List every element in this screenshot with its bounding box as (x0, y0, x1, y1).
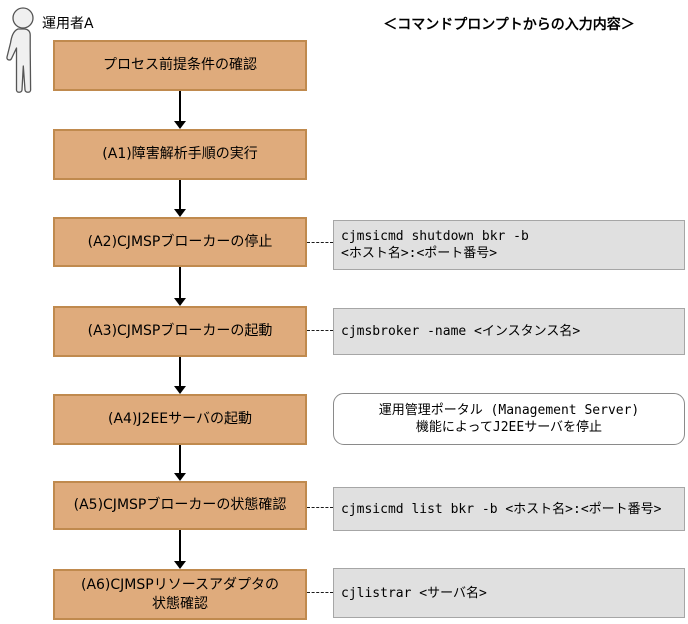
flow-arrowhead-icon (174, 561, 186, 569)
flow-arrowhead-icon (174, 386, 186, 394)
command-box-a3: cjmsbroker -name <インスタンス名> (333, 308, 685, 355)
flow-arrowhead-icon (174, 473, 186, 481)
annotation-connector (307, 507, 333, 508)
step-label: プロセス前提条件の確認 (103, 57, 257, 74)
step-label: (A3)CJMSPブローカーの起動 (87, 323, 273, 340)
command-box-a5: cjmsicmd list bkr -b <ホスト名>:<ポート番号> (333, 487, 685, 531)
flow-step-a5: (A5)CJMSPブローカーの状態確認 (53, 481, 307, 530)
flow-step-a6: (A6)CJMSPリソースアダプタの 状態確認 (53, 569, 307, 620)
command-column-header: ＜コマンドプロンプトからの入力内容＞ (383, 17, 635, 33)
command-box-a6: cjlistrar <サーバ名> (333, 568, 685, 618)
flow-arrow-line (179, 445, 181, 474)
command-box-a2: cjmsicmd shutdown bkr -b <ホスト名>:<ポート番号> (333, 220, 685, 270)
flow-arrow-line (179, 91, 181, 122)
flow-arrowhead-icon (174, 298, 186, 306)
step-label: (A4)J2EEサーバの起動 (108, 411, 252, 428)
flow-step-a3: (A3)CJMSPブローカーの起動 (53, 306, 307, 357)
info-line: 機能によってJ2EEサーバを停止 (415, 420, 603, 435)
flow-arrowhead-icon (174, 121, 186, 129)
command-line: cjmsbroker -name <インスタンス名> (341, 324, 581, 339)
step-label: (A2)CJMSPブローカーの停止 (87, 233, 273, 250)
annotation-connector (307, 242, 333, 243)
step-label: (A6)CJMSPリソースアダプタの (80, 576, 280, 593)
info-box-a4: 運用管理ポータル (Management Server) 機能によってJ2EEサ… (333, 393, 685, 445)
command-line: cjlistrar <サーバ名> (341, 585, 487, 601)
flow-arrow-line (179, 530, 181, 561)
flow-arrowhead-icon (174, 209, 186, 217)
command-line: cjmsicmd list bkr -b <ホスト名>:<ポート番号> (341, 501, 662, 517)
actor-label: 運用者A (42, 16, 94, 32)
flow-step-a4: (A4)J2EEサーバの起動 (53, 394, 307, 445)
step-label-line2: 状態確認 (152, 595, 208, 612)
flow-step-a1: (A1)障害解析手順の実行 (53, 129, 307, 180)
command-line: <ホスト名>:<ポート番号> (341, 246, 498, 261)
flow-arrow-line (179, 357, 181, 387)
step-label: (A5)CJMSPブローカーの状態確認 (73, 497, 287, 514)
info-line: 運用管理ポータル (Management Server) (378, 403, 640, 418)
command-line: cjmsicmd shutdown bkr -b (341, 229, 529, 244)
step-label: (A1)障害解析手順の実行 (102, 146, 258, 163)
flow-arrow-line (179, 267, 181, 299)
annotation-connector (307, 592, 333, 593)
flow-arrow-line (179, 180, 181, 210)
flow-step-a2: (A2)CJMSPブローカーの停止 (53, 217, 307, 267)
annotation-connector (307, 330, 333, 331)
flow-step-precondition: プロセス前提条件の確認 (53, 40, 307, 91)
operator-person-icon (6, 7, 34, 93)
